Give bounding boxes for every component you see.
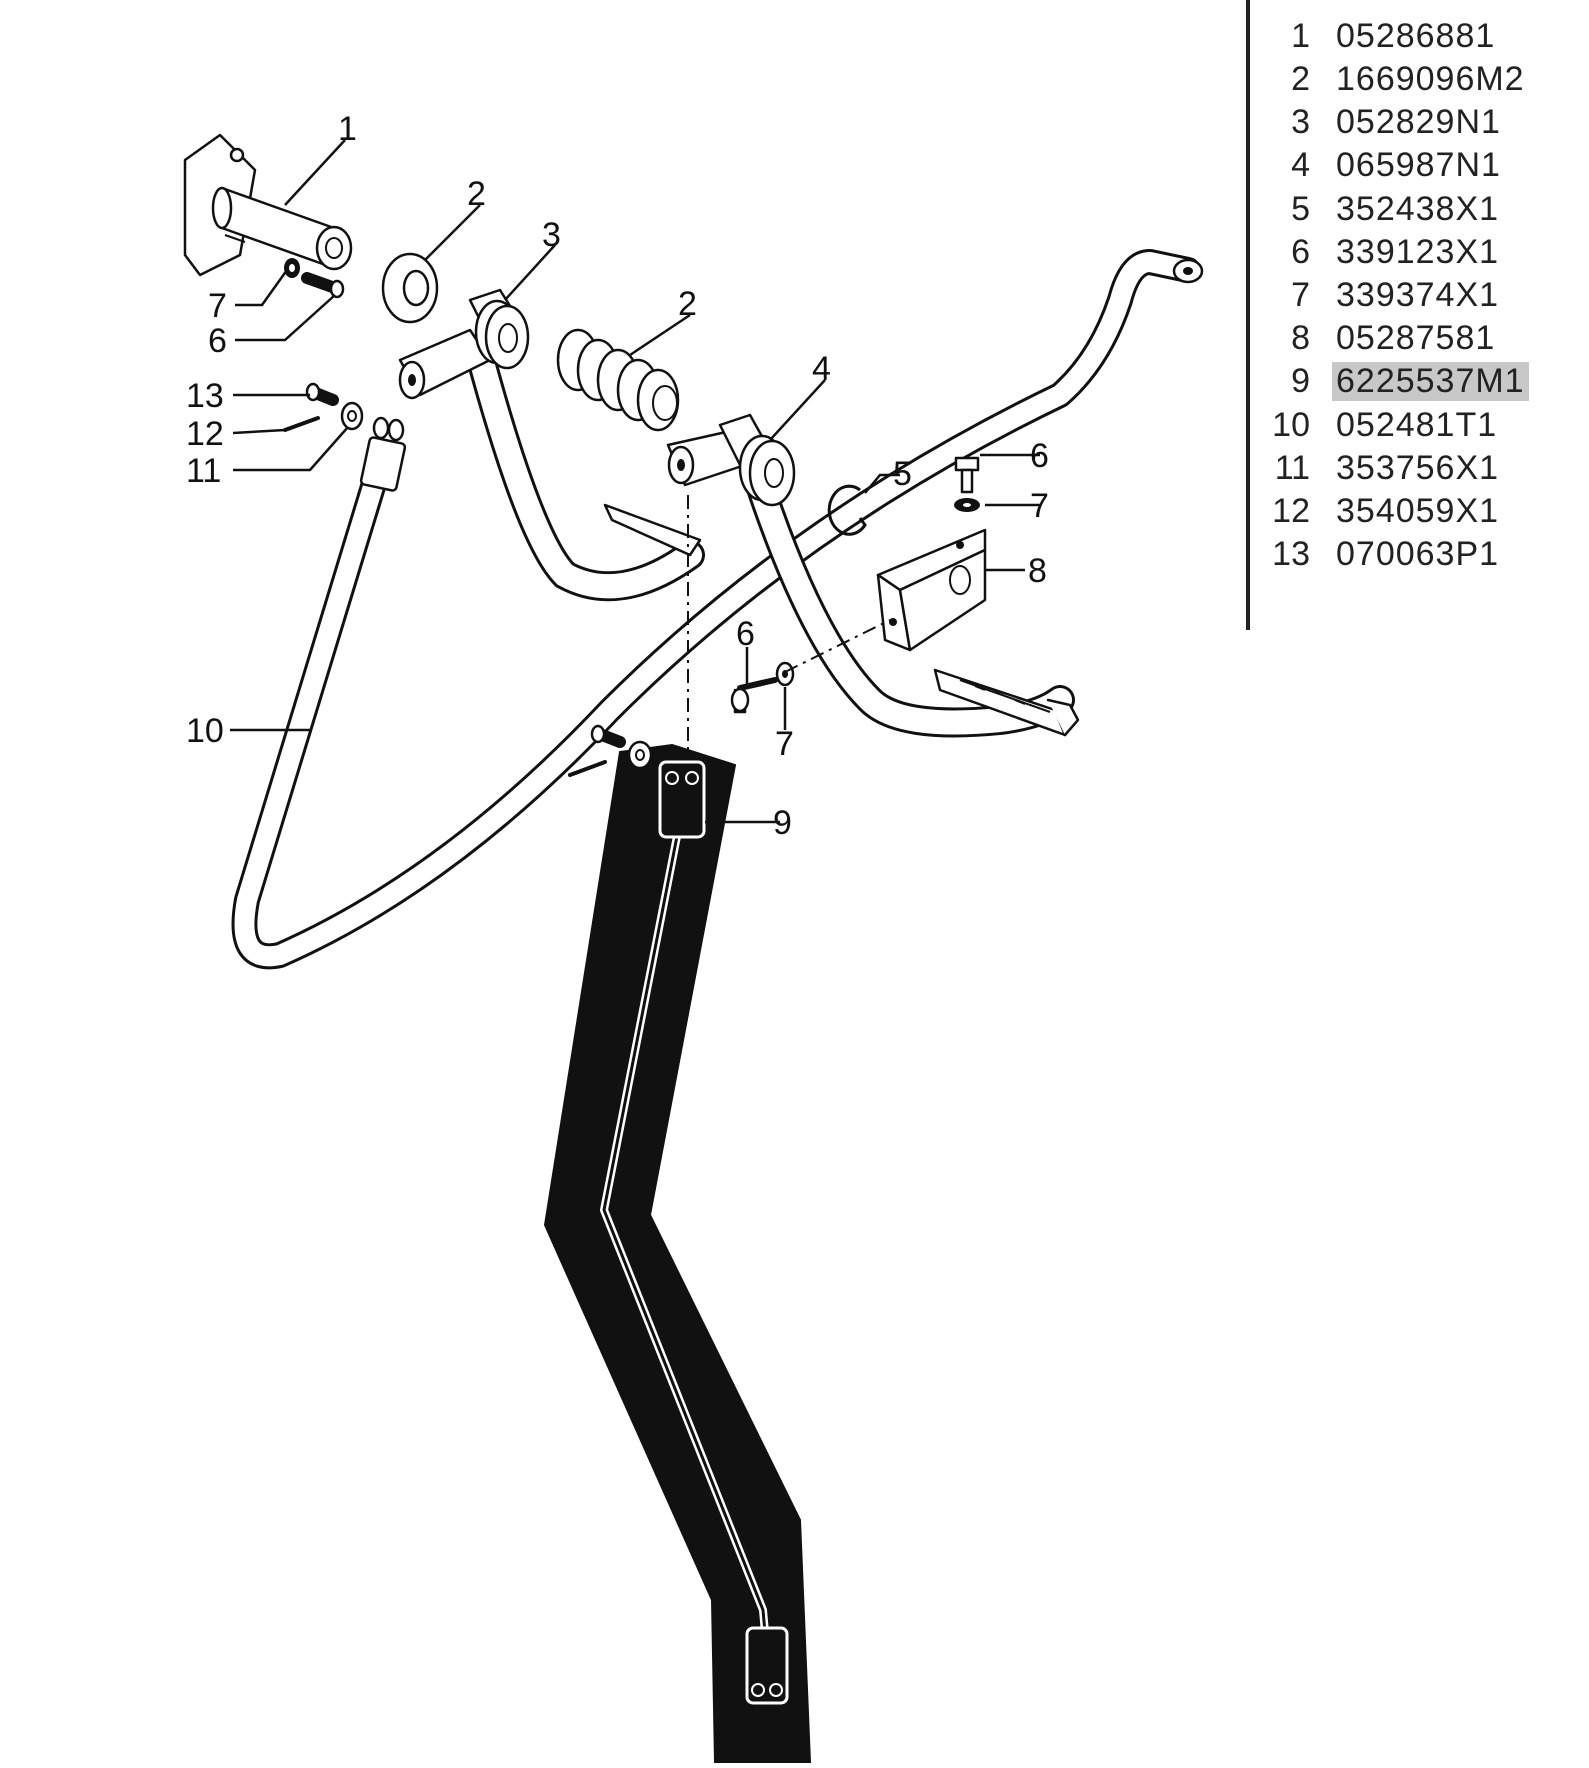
part-number: 8 [1291, 318, 1310, 357]
part-number: 10 [1272, 405, 1310, 444]
part-code: 6225537M1 [1332, 361, 1529, 401]
callout-1: 1 [338, 110, 357, 148]
parts-list-row[interactable]: 10 052481T1 [1265, 404, 1501, 446]
part-code: 070063P1 [1336, 534, 1500, 573]
part-code: 065987N1 [1336, 145, 1501, 184]
part-code: 339123X1 [1336, 232, 1500, 271]
cotter-pin-lower[interactable] [568, 760, 607, 777]
leader-lines [230, 139, 1040, 824]
part-number: 12 [1272, 491, 1310, 530]
parts-list-row[interactable]: 7 339374X1 [1265, 274, 1503, 316]
pin-lower[interactable] [590, 724, 626, 748]
part-2-washer[interactable] [381, 252, 439, 324]
part-number: 3 [1291, 102, 1310, 141]
part-number: 4 [1291, 145, 1310, 184]
part-code: 052829N1 [1336, 102, 1501, 141]
washer-7-right[interactable] [954, 498, 980, 512]
part-number: 2 [1291, 59, 1310, 98]
assembly-line-bracket [784, 619, 891, 673]
callout-12: 12 [186, 415, 224, 453]
washer-7-lower[interactable] [775, 661, 795, 687]
callout-4: 4 [812, 350, 831, 388]
part-number: 9 [1291, 361, 1310, 400]
part-10-rod[interactable] [231, 249, 1204, 970]
part-number: 5 [1291, 189, 1310, 228]
parts-list-row-selected[interactable]: 9 6225537M1 [1265, 360, 1529, 402]
bolt-6-upper-left[interactable] [301, 272, 345, 299]
part-2-spring[interactable] [556, 328, 680, 432]
callout-8: 8 [1028, 552, 1047, 590]
parts-list-row[interactable]: 11 353756X1 [1265, 447, 1503, 489]
parts-list-row[interactable]: 13 070063P1 [1265, 533, 1503, 575]
cotter-pin-12-upper[interactable] [283, 416, 320, 432]
callout-2-washer: 2 [467, 175, 486, 213]
washer-lower[interactable] [627, 740, 653, 770]
part-3-pedal-lever[interactable] [398, 288, 705, 602]
part-code: 1669096M2 [1336, 59, 1525, 98]
part-8-bracket[interactable] [876, 528, 987, 652]
part-5-snap-ring[interactable] [827, 484, 867, 536]
part-code: 353756X1 [1336, 448, 1500, 487]
part-number: 11 [1274, 448, 1310, 487]
part-code: 05287581 [1336, 318, 1496, 357]
parts-list-row[interactable]: 6 339123X1 [1265, 231, 1503, 273]
part-code: 352438X1 [1336, 189, 1500, 228]
part-number: 1 [1291, 16, 1310, 55]
part-number: 7 [1291, 275, 1310, 314]
part-code: 052481T1 [1336, 405, 1498, 444]
parts-list-row[interactable]: 1 05286881 [1265, 15, 1499, 57]
callout-7-right: 7 [1030, 487, 1049, 525]
part-code: 05286881 [1336, 16, 1496, 55]
bolt-6-right[interactable] [954, 456, 980, 494]
callout-7-upper-left: 7 [208, 287, 227, 325]
parts-list-row[interactable]: 8 05287581 [1265, 317, 1499, 359]
callout-7-lower: 7 [775, 725, 794, 763]
part-9-pedal-arm[interactable] [543, 743, 812, 1763]
washer-7-upper-left[interactable] [284, 258, 300, 278]
parts-list-row[interactable]: 5 352438X1 [1265, 188, 1503, 230]
parts-list-row[interactable]: 2 1669096M2 [1265, 58, 1529, 100]
parts-list-row[interactable]: 3 052829N1 [1265, 101, 1505, 143]
parts-list-row[interactable]: 12 354059X1 [1265, 490, 1503, 532]
part-number: 13 [1272, 534, 1310, 573]
pin-13-upper[interactable] [305, 382, 339, 406]
washer-11-upper[interactable] [340, 401, 364, 431]
callout-6-upper-left: 6 [208, 322, 227, 360]
part-code: 339374X1 [1336, 275, 1500, 314]
callout-10: 10 [186, 712, 224, 750]
callout-5: 5 [893, 455, 912, 493]
part-1-pivot-shaft[interactable] [183, 133, 353, 277]
callout-9: 9 [773, 804, 792, 842]
callout-3: 3 [542, 216, 561, 254]
panel-divider [1246, 0, 1250, 630]
part-code: 354059X1 [1336, 491, 1500, 530]
callout-6-lower: 6 [736, 615, 755, 653]
part-4-pedal-lever[interactable] [666, 413, 1080, 738]
callout-13: 13 [186, 377, 224, 415]
callout-6-right: 6 [1030, 437, 1049, 475]
callout-2-spring: 2 [678, 285, 697, 323]
bolt-6-lower[interactable] [730, 677, 778, 714]
part-number: 6 [1291, 232, 1310, 271]
callout-11: 11 [186, 452, 221, 490]
parts-list-row[interactable]: 4 065987N1 [1265, 144, 1505, 186]
